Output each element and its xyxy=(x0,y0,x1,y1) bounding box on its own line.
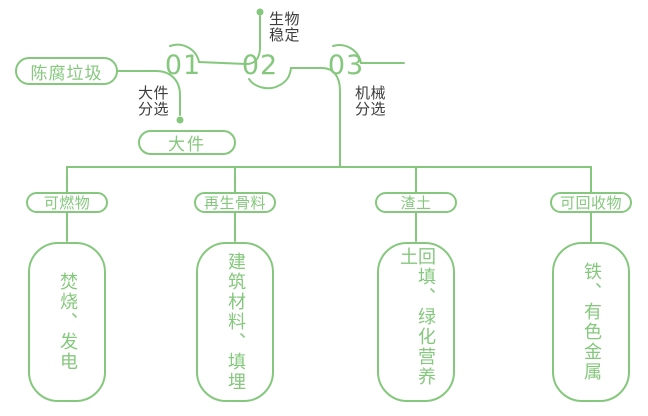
node-outcome-backfill: 回填、绿化营养土 xyxy=(377,242,455,402)
outcome-text: 焚烧、发电 xyxy=(57,272,78,372)
node-category-recycled-aggregate: 再生骨料 xyxy=(194,192,276,213)
node-bulky-output: 大件 xyxy=(138,130,236,155)
node-outcome-incineration: 焚烧、发电 xyxy=(28,242,106,402)
step-label-bio-stabilize: 生物 稳定 xyxy=(269,11,300,43)
wire-step1-to-step2 xyxy=(169,15,261,66)
bio-branch-dot xyxy=(256,8,264,16)
step-label-mechanical-sorting: 机械 分选 xyxy=(355,85,386,117)
node-category-recyclables: 可回收物 xyxy=(550,192,632,213)
step-label-line: 机械 xyxy=(355,84,387,102)
step-label-line: 分选 xyxy=(138,100,170,118)
bulky-branch-dot xyxy=(176,116,184,124)
outcome-text: 回填、绿化营养土 xyxy=(397,247,436,387)
step-label-line: 分选 xyxy=(355,100,387,118)
outcome-text: 建筑材料、填埋 xyxy=(225,252,246,392)
branch-bar xyxy=(66,166,592,193)
outcome-text: 铁、有色金属 xyxy=(581,262,602,382)
step-label-line: 稳定 xyxy=(269,26,301,44)
wire-source-to-bulky xyxy=(116,70,181,116)
node-source: 陈腐垃圾 xyxy=(15,57,118,85)
step-number-3: 03 xyxy=(327,50,365,81)
node-category-slag-soil: 渣土 xyxy=(375,192,457,213)
wire-step2-to-drop xyxy=(248,67,341,168)
step-label-line: 大件 xyxy=(138,84,170,102)
step-number-1: 01 xyxy=(164,50,202,81)
step-number-2: 02 xyxy=(241,50,279,81)
step-label-line: 生物 xyxy=(269,10,301,28)
step-label-bulky-sorting: 大件 分选 xyxy=(138,85,169,117)
node-outcome-building-materials: 建筑材料、填埋 xyxy=(196,242,274,402)
node-outcome-metals: 铁、有色金属 xyxy=(552,242,630,402)
wire-step3-exit xyxy=(332,44,405,64)
node-category-combustibles: 可燃物 xyxy=(26,192,108,213)
